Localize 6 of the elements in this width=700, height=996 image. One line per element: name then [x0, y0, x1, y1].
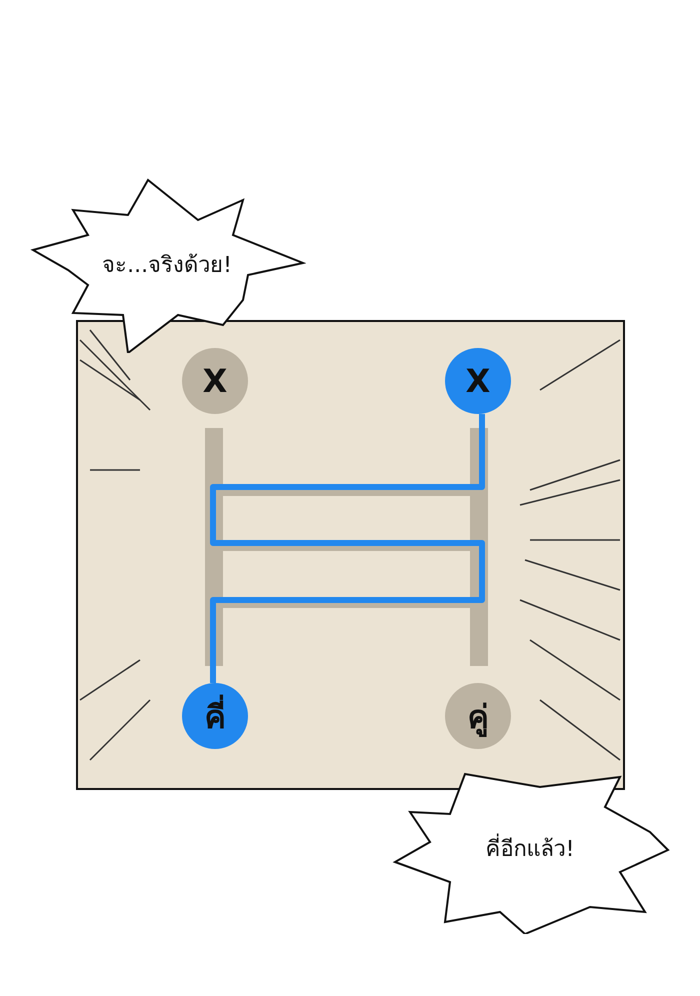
- circle-label: คี่: [204, 690, 226, 742]
- circle-label: X: [202, 362, 228, 400]
- dialogue-text: คี่อีกแล้ว!: [486, 830, 574, 866]
- circle-label: X: [466, 362, 490, 400]
- dialogue-text: จะ...จริงด้วย!: [102, 252, 232, 280]
- circle-label: คู่: [468, 696, 488, 739]
